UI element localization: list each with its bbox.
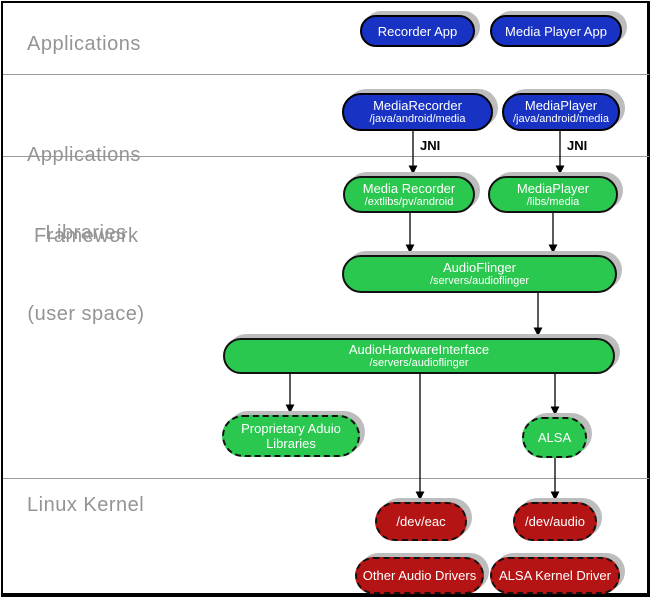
node-path: /java/android/media [512,113,609,125]
section-label-libraries-line1: Libraries [45,222,127,244]
node-mediaplayer-library: MediaPlayer /libs/media [488,176,618,213]
node-title: Media Recorder [362,180,456,196]
section-label-applications-framework: Applications Framework [27,88,141,304]
section-label-framework-line1: Applications [27,144,141,166]
node-path: /extlibs/pv/android [364,195,454,208]
node-title: Recorder App [377,23,458,39]
node-title: /dev/eac [396,514,446,529]
node-path: /libs/media [526,195,580,208]
section-label-libraries: Libraries (user space) [10,166,162,382]
node-path: /servers/audioflinger [369,357,469,369]
node-title: Other Audio Drivers [362,568,477,583]
node-dev-audio: /dev/audio [513,502,597,541]
node-media-player-app: Media Player App [490,15,622,47]
section-divider-applications [3,74,649,75]
node-media-recorder-library: Media Recorder /extlibs/pv/android [343,176,475,213]
node-title: /dev/audio [525,514,585,529]
node-title: MediaRecorder [373,98,462,113]
node-mediaplayer-framework: MediaPlayer /java/android/media [502,93,620,131]
node-path: /java/android/media [369,113,466,125]
node-title: MediaPlayer [516,180,590,196]
node-title: Media Player App [505,23,607,39]
node-title: ALSA [537,430,572,445]
node-path: /servers/audioflinger [429,275,530,287]
section-label-linux-kernel: Linux Kernel [27,494,145,516]
node-dev-eac: /dev/eac [375,502,467,541]
node-title: MediaPlayer [524,98,598,113]
section-label-applications: Applications [27,33,141,55]
node-other-audio-drivers: Other Audio Drivers [355,557,484,594]
jni-label-right: JNI [567,138,588,153]
node-alsa-kernel-driver: ALSA Kernel Driver [490,557,620,594]
node-audioflinger: AudioFlinger /servers/audioflinger [342,255,617,293]
section-label-libraries-line2: (user space) [27,303,145,325]
node-title-line2: Libraries [266,436,316,451]
section-divider-kernel [3,478,649,479]
node-mediarecorder-framework: MediaRecorder /java/android/media [342,93,493,131]
section-label-framework-line2: Framework [34,225,139,247]
node-title: ALSA Kernel Driver [499,568,611,583]
node-title: AudioHardwareInterface [348,342,490,357]
node-title: AudioFlinger [443,260,516,275]
node-recorder-app: Recorder App [360,15,475,47]
node-audiohardwareinterface: AudioHardwareInterface /servers/audiofli… [223,338,615,374]
section-divider-framework [3,156,649,157]
node-alsa: ALSA [522,417,587,458]
node-proprietary-audio-libraries: Proprietary Aduio Libraries [222,415,360,457]
node-title: Proprietary Aduio [241,421,341,436]
jni-label-left: JNI [420,138,441,153]
